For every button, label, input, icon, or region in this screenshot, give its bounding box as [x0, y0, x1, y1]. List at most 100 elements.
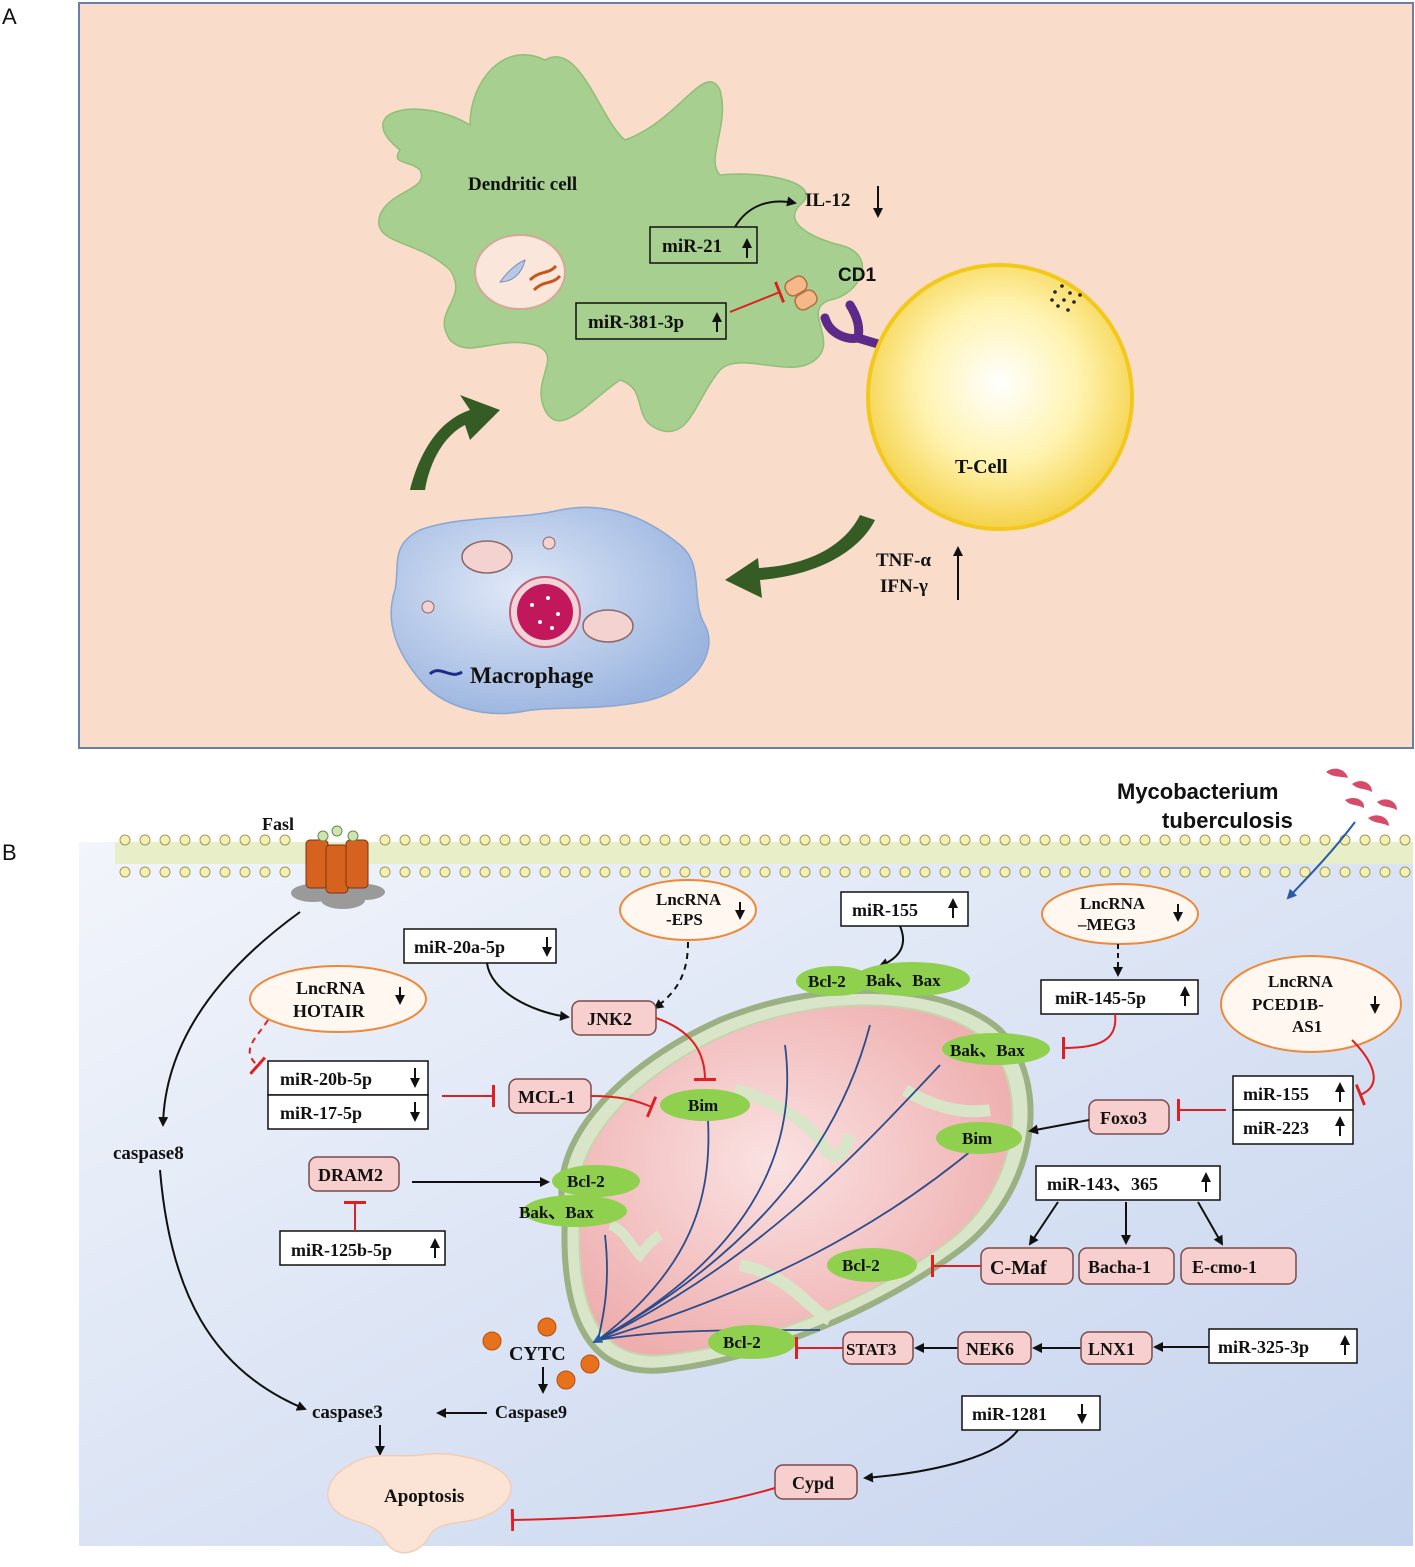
- eps-to-jnk2: [653, 941, 689, 1010]
- caspase3-label: caspase3: [312, 1402, 383, 1423]
- stat3-box: [842, 1331, 914, 1365]
- mir20a-label: miR-20a-5p: [414, 937, 505, 957]
- lnx1-label: LNX1: [1088, 1339, 1135, 1359]
- lnc-eps-ellipse: [619, 879, 757, 941]
- bakbax-left-label: Bak、Bax: [519, 1203, 594, 1222]
- nek6-label: NEK6: [966, 1339, 1014, 1359]
- tnf-label: TNF-α: [876, 550, 931, 571]
- bim-right-ellipse: [936, 1122, 1022, 1154]
- mcl1-inhibit-bim: [590, 1095, 658, 1118]
- foxo3-label: Foxo3: [1100, 1108, 1147, 1128]
- mtb-entry-arrow: [1286, 821, 1356, 900]
- fasl-to-caspase8: [158, 911, 301, 1127]
- macrophage-to-dc-arrow: [410, 395, 500, 490]
- mir223-box: [1232, 1109, 1354, 1145]
- bakbax-left-ellipse: [523, 1195, 627, 1227]
- mir143-label: miR-143、365: [1047, 1174, 1158, 1194]
- mir21-to-il12-arrow: [734, 196, 797, 228]
- cytc-release-arrow: [592, 1333, 608, 1343]
- bcl2-low-label: Bcl-2: [723, 1333, 761, 1352]
- mir20b-box: [267, 1060, 429, 1096]
- tcell-label: T-Cell: [955, 456, 1008, 478]
- mir20a-to-jnk2: [486, 962, 570, 1021]
- tcell-receptor: [820, 300, 910, 357]
- mtb-bacteria: [1326, 768, 1397, 826]
- t-cell: [866, 263, 1134, 531]
- fasl-label: Fasl: [262, 814, 294, 834]
- bcl2-left-ellipse: [552, 1165, 640, 1197]
- mir155-top-label: miR-155: [852, 900, 918, 920]
- mir21-label: miR-21: [662, 236, 722, 257]
- lnc-eps-label-2: -EPS: [666, 910, 703, 929]
- bcl2-top-ellipse: [796, 966, 872, 996]
- cell-membrane: [115, 834, 1413, 878]
- lnc-hotair-label-1: LncRNA: [296, 978, 365, 998]
- dram2-box: [308, 1156, 400, 1192]
- vesicle-b: [421, 600, 435, 614]
- cmaf-label: C-Maf: [990, 1257, 1047, 1279]
- dram2-label: DRAM2: [318, 1165, 383, 1185]
- lnc-pced-label-3: AS1: [1292, 1017, 1322, 1036]
- vesicle-a: [542, 536, 556, 550]
- il12-label: IL-12: [805, 190, 850, 211]
- hotair-inhibit-mir20b: [248, 1019, 269, 1075]
- mir155-to-bcl2: [878, 925, 905, 968]
- jnk2-inhibit-bim: [655, 1017, 717, 1082]
- phagosome-dots: [530, 596, 560, 630]
- mir17-box: [267, 1094, 429, 1130]
- lnc-hotair-ellipse: [249, 965, 427, 1033]
- foxo3-to-bim: [1028, 1119, 1090, 1135]
- mtb-label-line1: Mycobacterium: [1117, 779, 1278, 804]
- mir20b-label: miR-20b-5p: [280, 1069, 372, 1089]
- mir143-to-cmaf: [1028, 1201, 1059, 1246]
- mitochondrion-a: [461, 540, 513, 574]
- ecmo-box: [1180, 1247, 1297, 1285]
- dendritic-cell-label: Dendritic cell: [468, 174, 577, 195]
- mcl1-label: MCL-1: [518, 1087, 575, 1107]
- mir1281-label: miR-1281: [972, 1404, 1047, 1424]
- dendritic-cell: [377, 53, 863, 433]
- nek6-box: [957, 1331, 1032, 1365]
- lnc-meg3-label-1: LncRNA: [1080, 894, 1146, 913]
- cytc-label: CYTC: [509, 1343, 566, 1365]
- bakbax-right-label: Bak、Bax: [950, 1041, 1025, 1060]
- cd1-receptor: [784, 275, 818, 311]
- caspase8-to-caspase3: [159, 1169, 307, 1411]
- cd1-label: CD1: [838, 265, 876, 286]
- mir223-label: miR-223: [1243, 1118, 1309, 1138]
- mir143-box: [1035, 1165, 1221, 1201]
- fasl-receptor: [291, 825, 385, 909]
- phagosome-core: [517, 584, 573, 640]
- lnc-pced-ellipse: [1220, 955, 1402, 1053]
- mir155-top-box: [840, 891, 969, 927]
- tcell-to-macrophage-arrow: [725, 515, 875, 598]
- mir155-right-label: miR-155: [1243, 1084, 1309, 1104]
- jnk2-label: JNK2: [587, 1009, 632, 1029]
- mitochondrion-b: [582, 609, 634, 643]
- caspase9-label: Caspase9: [495, 1402, 567, 1422]
- lnx1-box: [1080, 1331, 1153, 1365]
- bacteria-squiggle: [528, 264, 562, 292]
- mir143-to-ecmo: [1197, 1201, 1223, 1246]
- mir17-label: miR-17-5p: [280, 1103, 362, 1123]
- mir381-box: [575, 302, 727, 340]
- lnc-meg3-ellipse: [1041, 883, 1199, 945]
- panel-a-background: [78, 2, 1414, 749]
- bcl2-left-label: Bcl-2: [567, 1172, 605, 1191]
- lnc-pced-label-2: PCED1B-: [1252, 995, 1324, 1014]
- bacha-box: [1078, 1247, 1175, 1285]
- caspase8-label: caspase8: [113, 1143, 184, 1164]
- mir125b-label: miR-125b-5p: [291, 1240, 392, 1260]
- cypd-box: [774, 1464, 858, 1500]
- mtb-label-line2: tuberculosis: [1162, 808, 1293, 833]
- mir20a-box: [403, 928, 557, 964]
- apoptosis-label: Apoptosis: [384, 1486, 464, 1507]
- foxo3-box: [1088, 1099, 1170, 1135]
- mir145-inhibit-bakbax: [1061, 1013, 1117, 1060]
- mir325-label: miR-325-3p: [1218, 1337, 1309, 1357]
- bcl2-low-ellipse: [708, 1325, 796, 1359]
- apoptotic-cell: [327, 1452, 512, 1554]
- bim-left-ellipse: [660, 1089, 750, 1121]
- bim-right-label: Bim: [962, 1129, 992, 1148]
